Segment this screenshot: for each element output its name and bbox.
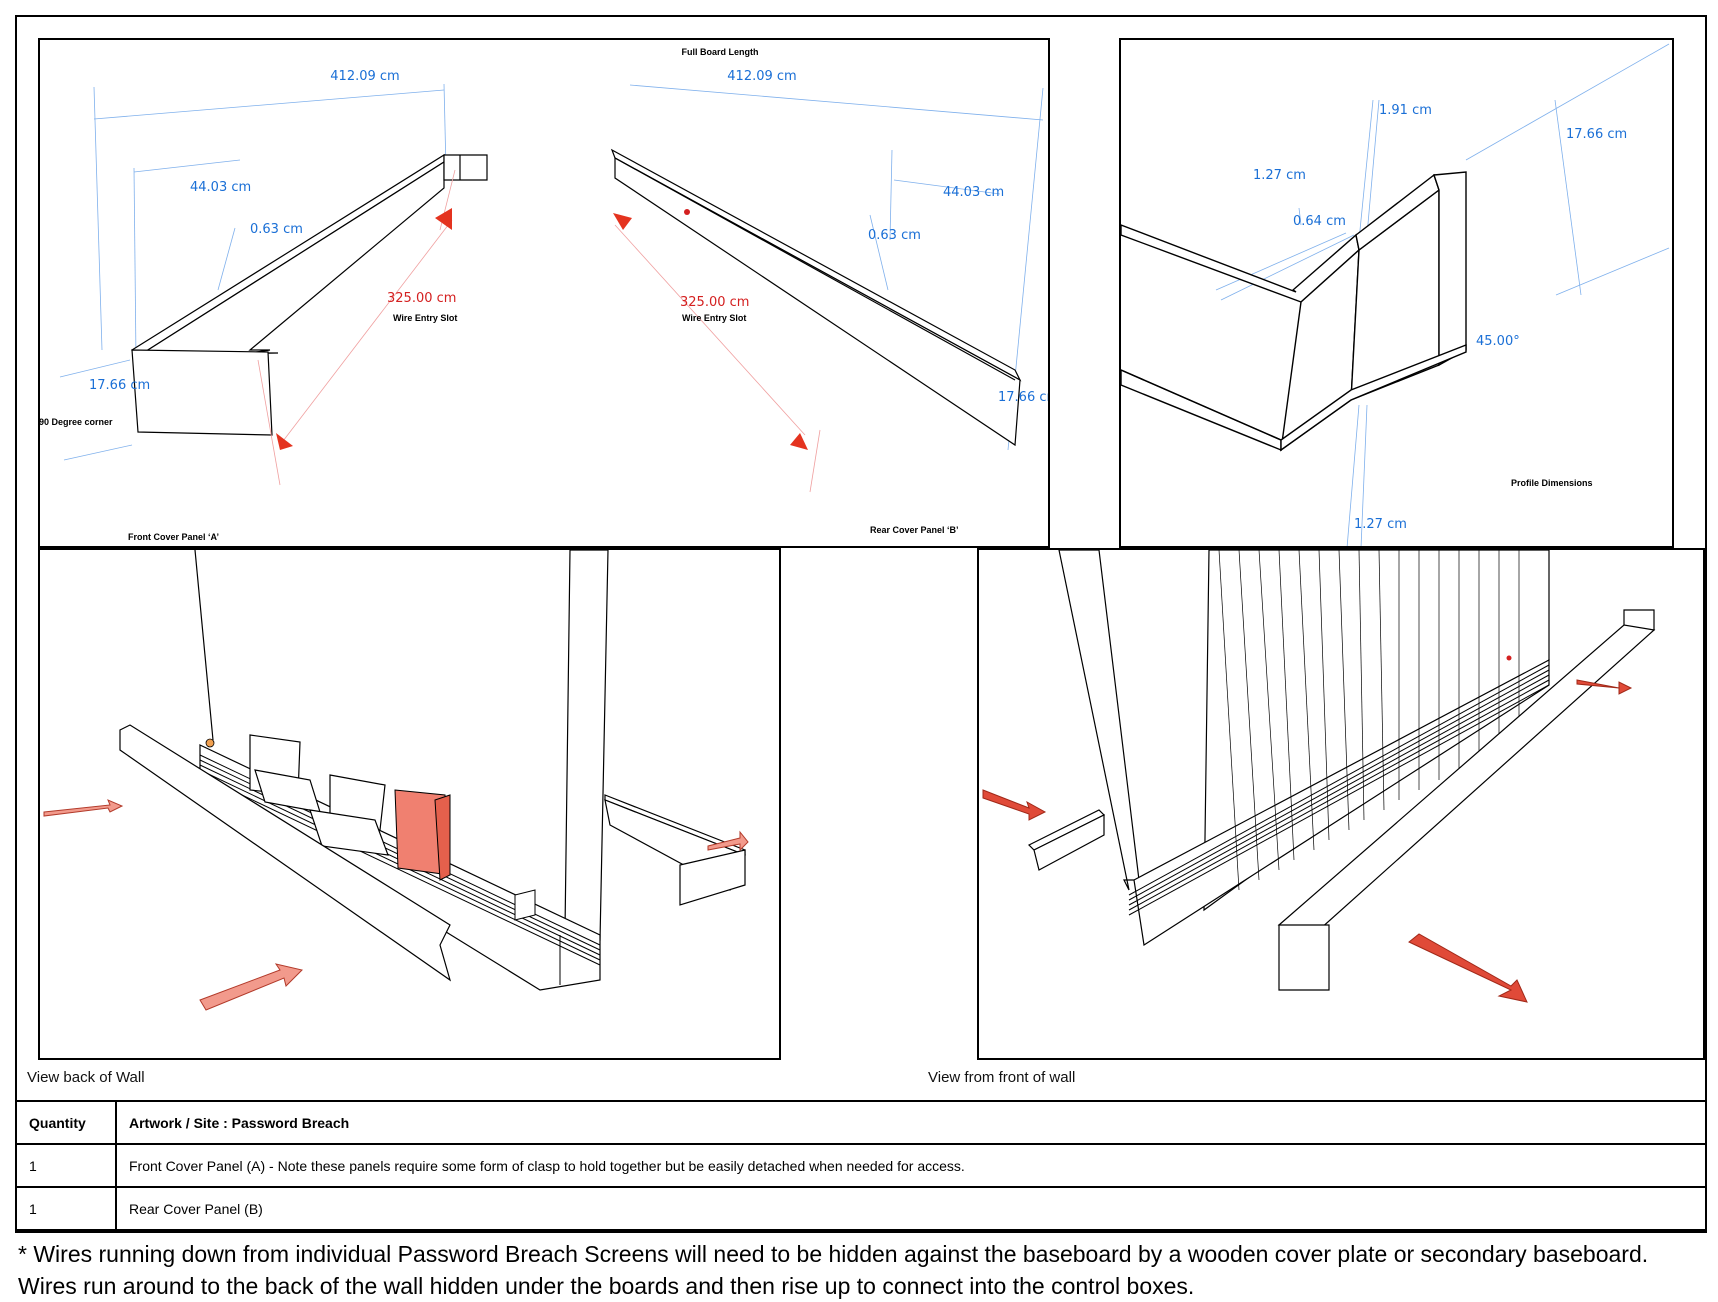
rear-slot-marker <box>684 209 690 215</box>
rear-thickness-dimension: 0.63 cm <box>868 228 921 243</box>
rear-length-dimension: 412.09 cm <box>727 69 796 84</box>
front-panel-label: Front Cover Panel ‘A’ <box>128 532 219 542</box>
front-loose-panel-right <box>1277 609 1656 991</box>
wiring-note: * Wires running down from individual Pas… <box>18 1241 1649 1299</box>
rear-slot-dimension: 325.00 cm <box>680 295 749 310</box>
board-length-drawing: Full Board Length <box>40 47 1050 542</box>
profile-top-dimension: 1.91 cm <box>1379 103 1432 118</box>
front-assembly-arrows <box>982 679 1633 1003</box>
quantity-cell: 1 <box>15 1143 117 1188</box>
profile-lip-dimension: 1.27 cm <box>1253 168 1306 183</box>
back-of-wall-caption: View back of Wall <box>27 1069 145 1086</box>
rear-height-dimension: 17.66 cm <box>998 390 1050 405</box>
loose-cover-panel-b <box>604 794 746 906</box>
table-row: 1 Rear Cover Panel (B) <box>15 1186 1707 1231</box>
front-of-wall-drawing <box>982 550 1656 1003</box>
artwork-site-header: Artwork / Site : Password Breach <box>115 1100 1707 1145</box>
rear-slot-label: Wire Entry Slot <box>682 313 746 323</box>
rear-return-dimension: 44.03 cm <box>943 185 1004 200</box>
profile-angle: 45.00° <box>1476 334 1520 349</box>
table-row: 1 Front Cover Panel (A) - Note these pan… <box>15 1143 1707 1188</box>
slot-arrows <box>276 208 808 450</box>
rear-cover-panel-b <box>610 148 1022 447</box>
profile-dimensions-panel: 1.91 cm 17.66 cm 1.27 cm 0.64 cm 45.00° … <box>1119 38 1674 548</box>
item-cell: Rear Cover Panel (B) <box>115 1186 1707 1231</box>
item-cell: Front Cover Panel (A) - Note these panel… <box>115 1143 1707 1188</box>
front-baseboard-lines <box>1128 664 1550 916</box>
quantity-cell: 1 <box>15 1186 117 1231</box>
front-slot-marker <box>1506 655 1512 661</box>
front-loose-panel-left <box>1027 809 1106 871</box>
profile-drawing: 1.91 cm 17.66 cm 1.27 cm 0.64 cm 45.00° … <box>1121 43 1670 546</box>
front-height-dimension: 17.66 cm <box>89 378 150 393</box>
front-length-dimension: 412.09 cm <box>330 69 399 84</box>
quantity-header: Quantity <box>15 1100 117 1145</box>
full-board-length-title: Full Board Length <box>682 47 759 57</box>
spec-table: Quantity Artwork / Site : Password Breac… <box>15 1100 1707 1231</box>
power-socket <box>514 889 536 921</box>
spec-table-header: Quantity Artwork / Site : Password Breac… <box>15 1100 1707 1145</box>
back-of-wall-panel <box>38 548 781 1060</box>
wall-cladding-lines <box>1218 550 1520 891</box>
front-slot-dimension: 325.00 cm <box>387 291 456 306</box>
password-breach-screens <box>249 734 389 856</box>
back-of-wall-drawing <box>43 550 749 1011</box>
corner-label: 90 Degree corner <box>40 417 113 427</box>
profile-dimension-lines <box>1215 43 1670 546</box>
rear-panel-label: Rear Cover Panel ‘B’ <box>870 525 959 535</box>
assembly-arrows <box>43 799 749 1011</box>
profile-board <box>1121 171 1467 452</box>
front-return-dimension: 44.03 cm <box>190 180 251 195</box>
wall-front <box>1058 550 1550 947</box>
profile-dimensions-label: Profile Dimensions <box>1511 478 1593 488</box>
front-slot-label: Wire Entry Slot <box>393 313 457 323</box>
front-of-wall-caption: View from front of wall <box>928 1069 1076 1086</box>
profile-bottom-dimension: 1.27 cm <box>1354 517 1407 532</box>
drawing-frame <box>15 15 1707 1233</box>
control-box-side <box>434 794 451 881</box>
profile-inner-dimension: 0.64 cm <box>1293 214 1346 229</box>
profile-height-dimension: 17.66 cm <box>1566 127 1627 142</box>
front-cover-panel-a <box>130 153 488 436</box>
loose-cover-panel-a <box>119 724 452 982</box>
full-board-length-panel: Full Board Length <box>38 38 1050 548</box>
front-dimension-lines <box>59 83 447 461</box>
front-of-wall-panel <box>977 548 1705 1060</box>
front-thickness-dimension: 0.63 cm <box>250 222 303 237</box>
junction-marker <box>205 738 215 748</box>
